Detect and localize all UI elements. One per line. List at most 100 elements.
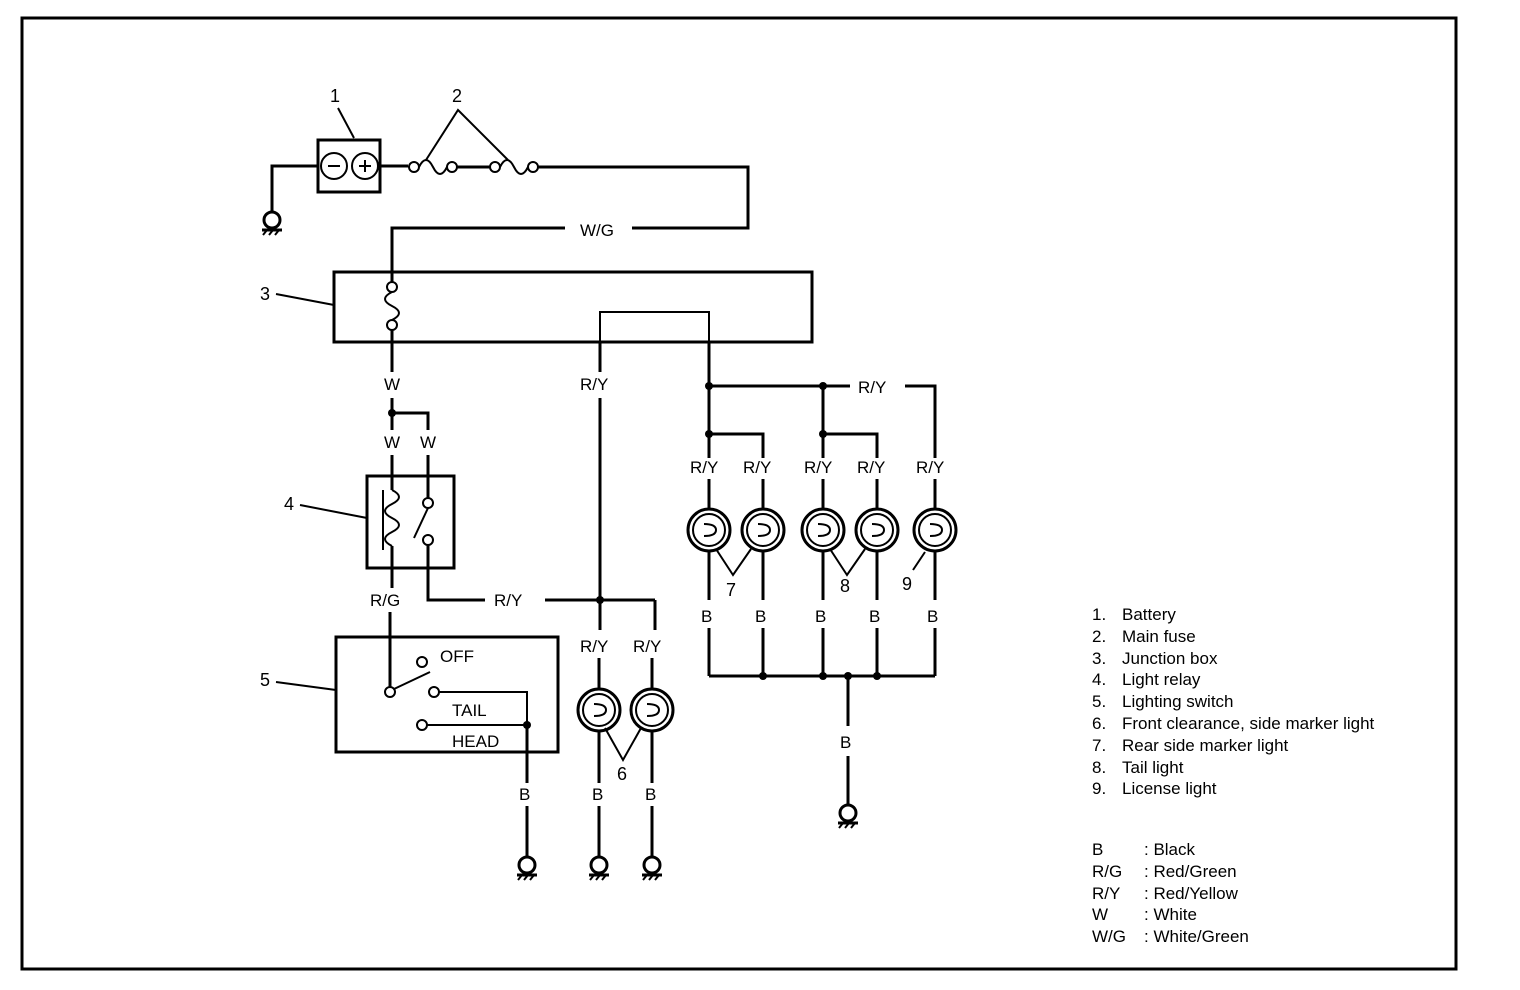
leader-6 bbox=[604, 727, 642, 763]
legend-item: 6.Front clearance, side marker light bbox=[1092, 713, 1382, 735]
legend-item: 3. Junction box bbox=[1092, 648, 1382, 670]
leader-1 bbox=[337, 107, 355, 139]
wire-ry-relay bbox=[426, 568, 485, 602]
legend-text: License light bbox=[1122, 779, 1217, 799]
wire-label-ry-7a: R/Y bbox=[690, 458, 718, 477]
node-b-8b bbox=[873, 672, 881, 680]
code-text: : White bbox=[1144, 905, 1197, 925]
wire-color-legend: B: Black R/G: Red/Green R/Y: Red/Yellow … bbox=[1092, 839, 1249, 948]
wire-ry-rear-bus-b bbox=[905, 384, 937, 458]
label-3: 3 bbox=[260, 284, 270, 304]
wire-label-b-6a: B bbox=[592, 785, 603, 804]
wire-label-ry-relay: R/Y bbox=[494, 591, 522, 610]
code-text: : Red/Yellow bbox=[1144, 883, 1238, 903]
wire-label-w: W bbox=[384, 375, 400, 394]
code-text: : White/Green bbox=[1144, 927, 1249, 947]
node-b-7b bbox=[759, 672, 767, 680]
code-abbrev: R/Y bbox=[1092, 883, 1121, 903]
code-item: B: Black bbox=[1092, 839, 1249, 861]
ground-icon-6b bbox=[640, 855, 664, 882]
light-relay bbox=[365, 474, 456, 570]
legend-text: Tail light bbox=[1122, 757, 1184, 777]
legend-num: 2. bbox=[1092, 626, 1107, 646]
lamp-8a-icon bbox=[800, 507, 846, 553]
wire-label-b-switch: B bbox=[519, 785, 530, 804]
legend-item: 4. Light relay bbox=[1092, 669, 1382, 691]
ground-icon-switch bbox=[515, 855, 539, 882]
switch-head-terminal bbox=[416, 719, 428, 731]
label-6: 6 bbox=[617, 764, 627, 784]
wire-label-b-7a: B bbox=[701, 607, 712, 626]
leader-3 bbox=[275, 293, 335, 306]
component-legend: 1. Battery 2. Main fuse 3. Junction box 4. L… bbox=[1092, 604, 1382, 800]
wire-wg-top bbox=[538, 165, 750, 230]
wire-ry-7-branch bbox=[709, 432, 765, 458]
code-abbrev: R/G bbox=[1092, 861, 1123, 881]
legend-text: Main fuse bbox=[1122, 626, 1196, 646]
battery bbox=[316, 138, 382, 194]
lamp-9-icon bbox=[912, 507, 958, 553]
legend-num: 3. bbox=[1092, 648, 1107, 668]
legend-num: 1. bbox=[1092, 605, 1107, 624]
wire-label-ry-junction: R/Y bbox=[580, 375, 608, 394]
wire-label-rg: R/G bbox=[370, 591, 400, 610]
wire-label-wg: W/G bbox=[580, 221, 614, 240]
leader-5 bbox=[275, 681, 337, 691]
wire-label-b-7b: B bbox=[755, 607, 766, 626]
lamp-6b-icon bbox=[629, 687, 675, 733]
label-4: 4 bbox=[284, 494, 294, 514]
label-8: 8 bbox=[840, 576, 850, 596]
main-fuse bbox=[408, 159, 539, 175]
wire-label-ry-8b: R/Y bbox=[857, 458, 885, 477]
label-7: 7 bbox=[726, 580, 736, 600]
junction-fuse bbox=[384, 272, 400, 342]
wire-label-b-6b: B bbox=[645, 785, 656, 804]
legend-num: 4. bbox=[1092, 670, 1107, 690]
code-item: R/Y : Red/Yellow bbox=[1092, 883, 1249, 905]
lamp-7b-icon bbox=[740, 507, 786, 553]
switch-tail-label: TAIL bbox=[452, 701, 487, 720]
label-9: 9 bbox=[902, 574, 912, 594]
node-b-8a bbox=[819, 672, 827, 680]
wire-label-b-rear: B bbox=[840, 733, 851, 752]
legend-item: 9. License light bbox=[1092, 778, 1382, 800]
legend-num: 5. bbox=[1092, 692, 1107, 712]
wire-label-ry-rear: R/Y bbox=[858, 378, 886, 397]
lamp-7a-icon bbox=[686, 507, 732, 553]
leader-8 bbox=[829, 548, 866, 577]
ground-icon-6a bbox=[587, 855, 611, 882]
switch-common-terminal bbox=[384, 686, 396, 698]
lamp-6a-icon bbox=[576, 687, 622, 733]
relay-coil bbox=[382, 476, 400, 568]
code-text: : Black bbox=[1144, 840, 1196, 859]
legend-num: 8. bbox=[1092, 757, 1107, 777]
legend-text: Light relay bbox=[1122, 670, 1201, 690]
legend-num: 9. bbox=[1092, 779, 1107, 799]
leader-7 bbox=[715, 548, 752, 577]
switch-lever bbox=[393, 671, 431, 690]
wire-label-w-1: W bbox=[384, 433, 400, 452]
wire-label-b-9: B bbox=[927, 607, 938, 626]
code-item: W/G: White/Green bbox=[1092, 926, 1249, 948]
code-abbrev: W bbox=[1092, 905, 1109, 925]
legend-item: 5.Lighting switch bbox=[1092, 691, 1382, 713]
wire-label-w-2: W bbox=[420, 433, 436, 452]
legend-text: Junction box bbox=[1122, 648, 1218, 668]
wire-label-b-8b: B bbox=[869, 607, 880, 626]
switch-head-label: HEAD bbox=[452, 732, 499, 751]
leader-2 bbox=[425, 108, 509, 161]
label-2: 2 bbox=[452, 86, 462, 106]
wire-ry-8-branch bbox=[823, 432, 879, 458]
legend-text: Battery bbox=[1122, 605, 1176, 624]
code-text: : Red/Green bbox=[1144, 861, 1237, 881]
ground-icon-rear bbox=[836, 803, 860, 830]
lighting-switch bbox=[334, 635, 560, 754]
legend-item: 7.Rear side marker light bbox=[1092, 735, 1382, 757]
relay-contact bbox=[413, 476, 434, 568]
wire-wg-left bbox=[390, 226, 565, 272]
label-1: 1 bbox=[330, 86, 340, 106]
wire-label-b-8a: B bbox=[815, 607, 826, 626]
legend-text: Front clearance, side marker light bbox=[1122, 713, 1375, 733]
leader-9 bbox=[912, 551, 926, 571]
